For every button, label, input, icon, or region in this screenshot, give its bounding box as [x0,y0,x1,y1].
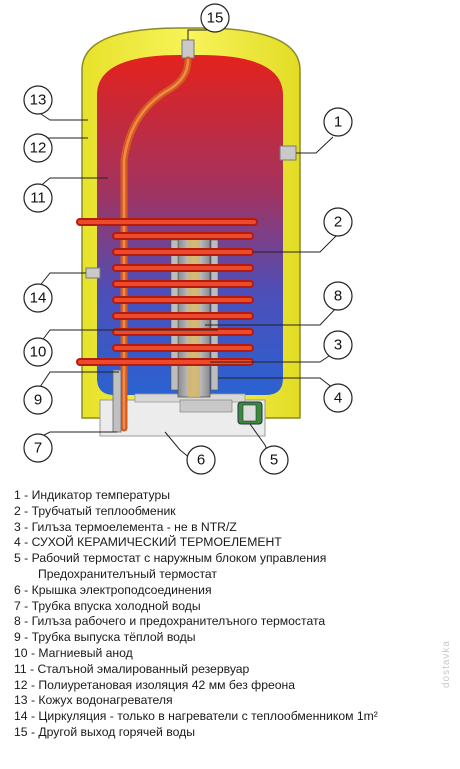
svg-text:7: 7 [34,440,42,457]
legend-item: 13 - Кожух водонагревателя [14,693,173,708]
svg-text:1: 1 [334,114,342,131]
legend-item: 3 - Гилъза термоелемента - не в NTR/Z [14,519,237,534]
legend-item: 6 - Крышка электроподсоединения [14,582,212,597]
svg-text:13: 13 [30,92,47,109]
legend-item: 12 - Полиуретановая изоляция 42 мм без ф… [14,677,296,692]
hot-water-outlet [181,39,195,59]
svg-text:8: 8 [334,288,342,305]
callout-11: 11 [23,183,53,213]
callout-2: 2 [323,207,353,237]
cold-water-inlet [112,369,122,433]
svg-text:6: 6 [197,452,205,469]
temperature-indicator [279,145,297,161]
callout-3: 3 [323,330,353,360]
legend-item: 7 - Трубка впуска холодной воды [14,598,201,613]
callout-6: 6 [186,445,216,475]
legend-item: 9 - Трубка выпуска тёплой воды [14,630,196,645]
svg-text:9: 9 [34,392,42,409]
legend-item: Предохранителъный термостат [38,566,218,581]
callout-4: 4 [323,383,353,413]
legend-item: 4 - СУХОЙ КЕРАМИЧЕСКИЙ ТЕРМОЕЛЕМЕНТ [14,535,282,550]
svg-text:2: 2 [334,214,342,231]
legend-item: 14 - Циркуляция - только в нагреватели с… [14,709,378,724]
callout-1: 1 [323,107,353,137]
callout-15: 15 [200,3,230,33]
svg-text:5: 5 [270,452,278,469]
svg-text:10: 10 [30,344,47,361]
callouts: 15 1 13 12 11 2 14 8 10 3 9 4 7 6 5 [23,3,353,475]
circulation-port [85,267,101,279]
callout-5: 5 [259,445,289,475]
coil-heat-exchanger [76,218,258,366]
callout-12: 12 [23,133,53,163]
svg-text:15: 15 [207,10,224,27]
legend-item: 15 - Другой выход горячей воды [14,724,195,739]
legend-item: 1 - Индикатор температуры [14,488,170,502]
legend-item: 11 - Сталъной эмалированный резервуар [14,661,250,676]
legend-item: 8 - Гилъза рабочего и предохранителъного… [14,614,326,629]
legend-list: 1 - Индикатор температуры 2 - Трубчатый … [14,488,454,741]
svg-text:4: 4 [334,390,342,407]
legend-item: 10 - Магниевый анод [14,645,133,660]
callout-8: 8 [323,281,353,311]
callout-13: 13 [23,85,53,115]
callout-9: 9 [23,385,53,415]
callout-10: 10 [23,337,53,367]
svg-text:12: 12 [30,140,47,157]
legend-item: 5 - Рабочий термостат с наружным блоком … [14,551,327,566]
legend-item: 2 - Трубчатый теплообменик [14,503,176,518]
callout-7: 7 [23,433,53,463]
water-heater-diagram: 15 1 13 12 11 2 14 8 10 3 9 4 7 6 5 [23,3,353,475]
watermark: dostavka [441,640,452,689]
svg-text:3: 3 [334,337,342,354]
callout-14: 14 [23,283,53,313]
svg-text:11: 11 [30,190,46,207]
svg-text:14: 14 [30,290,47,307]
